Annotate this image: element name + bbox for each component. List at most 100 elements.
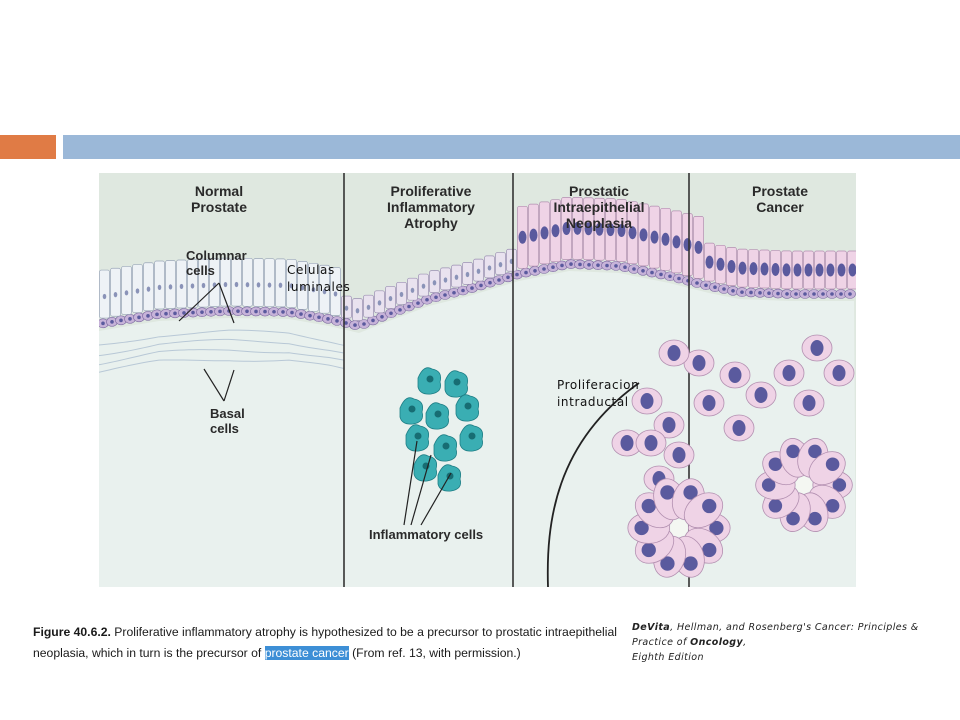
luminal-cell-nucleus xyxy=(529,228,538,242)
basal-cell-nucleus xyxy=(308,313,312,318)
luminal-cell-nucleus xyxy=(562,222,571,235)
basal-cell-nucleus xyxy=(677,276,681,281)
tumor-cell-nucleus xyxy=(802,395,816,411)
luminal-cell-nucleus xyxy=(749,262,758,276)
tumor-cell-nucleus xyxy=(732,420,746,436)
inflammatory-cell-nucleus xyxy=(434,410,442,418)
gland-lumen xyxy=(795,476,813,494)
luminal-cell-nucleus xyxy=(190,283,195,289)
basal-cell-nucleus xyxy=(821,292,825,296)
luminal-cell-nucleus xyxy=(157,284,162,290)
basal-cell-nucleus xyxy=(713,285,717,289)
reference-title: , Hellman, and Rosenberg's Cancer: Princ… xyxy=(632,622,919,648)
basal-cell-nucleus xyxy=(776,291,780,296)
luminal-cell-nucleus xyxy=(135,288,140,294)
gland-cell-nucleus xyxy=(786,511,800,526)
basal-cell-nucleus xyxy=(830,292,834,296)
basal-cell-nucleus xyxy=(380,315,384,319)
basal-cell-nucleus xyxy=(281,310,285,314)
basal-cell-nucleus xyxy=(533,269,537,273)
inflammatory-cell-nucleus xyxy=(468,432,476,440)
inflammatory-cell-nucleus xyxy=(408,405,416,413)
basal-cell-nucleus xyxy=(785,292,789,296)
luminal-cell-nucleus xyxy=(650,230,659,244)
panel-title-inflammatory-atrophy: Proliferative Inflammatory Atrophy xyxy=(387,183,475,231)
gland-cell-nucleus xyxy=(683,485,698,500)
basal-cell-nucleus xyxy=(254,309,258,314)
basal-cell-nucleus xyxy=(443,293,447,297)
basal-cell-nucleus xyxy=(740,290,744,294)
tumor-cell-nucleus xyxy=(782,365,796,381)
basal-cell-nucleus xyxy=(560,263,564,268)
basal-cell-nucleus xyxy=(767,291,771,295)
basal-cell-nucleus xyxy=(479,283,483,288)
gland-cell-nucleus xyxy=(660,556,675,571)
inflammatory-pointer xyxy=(420,472,452,526)
gland-cell-nucleus xyxy=(702,542,717,558)
inflammatory-pointer xyxy=(403,440,418,526)
luminal-cell-nucleus xyxy=(454,274,459,280)
basal-cell-nucleus xyxy=(236,309,240,313)
basal-cell-nucleus xyxy=(218,309,222,314)
luminal-cells-label: Celulas luminales xyxy=(287,263,351,294)
luminal-cell-nucleus xyxy=(410,287,415,293)
basal-cell-nucleus xyxy=(551,265,555,269)
gland-cell-nucleus xyxy=(768,457,783,471)
luminal-cell-nucleus xyxy=(848,263,856,277)
basal-cell-nucleus xyxy=(362,322,366,326)
basal-cell-nucleus xyxy=(803,292,807,296)
luminal-cell-nucleus xyxy=(487,265,492,271)
basal-cell-nucleus xyxy=(335,319,339,323)
basal-cell-nucleus xyxy=(191,310,195,315)
basal-cell-nucleus xyxy=(839,292,843,296)
luminal-cell-nucleus xyxy=(399,291,404,298)
luminal-cell-nucleus xyxy=(388,295,393,302)
luminal-cell-nucleus xyxy=(738,261,747,275)
basal-cell-nucleus xyxy=(812,292,816,296)
gland-cell-nucleus xyxy=(634,520,649,536)
luminal-cell-nucleus xyxy=(223,281,228,288)
luminal-cell-nucleus xyxy=(300,285,305,291)
basal-cell-nucleus xyxy=(632,267,636,271)
basal-cell-nucleus xyxy=(416,301,420,305)
basal-cell-nucleus xyxy=(605,263,609,268)
basal-cell-nucleus xyxy=(272,309,276,314)
basal-cell-nucleus xyxy=(146,314,150,318)
luminal-cell-nucleus xyxy=(837,263,846,277)
tumor-cell-nucleus xyxy=(728,367,742,383)
basal-cell-nucleus xyxy=(659,272,663,277)
luminal-cell-nucleus xyxy=(498,262,503,268)
gland-cell-nucleus xyxy=(709,520,724,536)
luminal-cell-nucleus xyxy=(617,224,626,237)
basal-cell-nucleus xyxy=(497,278,501,282)
luminal-cell-nucleus xyxy=(432,280,437,286)
basal-cell-nucleus xyxy=(155,312,159,317)
basal-cell-nucleus xyxy=(407,304,411,309)
basal-cell-nucleus xyxy=(470,286,474,290)
basal-cell-nucleus xyxy=(137,315,141,320)
basal-cell-nucleus xyxy=(245,309,249,314)
luminal-cell-nucleus xyxy=(815,263,824,277)
inflammatory-cell-nucleus xyxy=(414,432,422,440)
caption-figure-number: Figure 40.6.2. xyxy=(33,625,111,639)
luminal-cell-nucleus xyxy=(793,263,802,277)
stroma-fibre xyxy=(99,338,345,357)
columnar-cells-label: Columnar cells xyxy=(186,248,247,278)
basal-cell-nucleus xyxy=(524,270,528,275)
luminal-cell-nucleus xyxy=(694,240,703,254)
cell-pointer xyxy=(178,282,220,322)
luminal-cell-nucleus xyxy=(443,277,448,283)
gland-cell-nucleus xyxy=(702,498,717,514)
tumor-cell-nucleus xyxy=(662,417,676,433)
tumor-cell-nucleus xyxy=(667,345,681,361)
basal-cell-nucleus xyxy=(641,269,645,273)
gland-cell-nucleus xyxy=(641,498,656,514)
luminal-cell-nucleus xyxy=(278,282,283,288)
luminal-cell-nucleus xyxy=(518,230,527,244)
basal-cell-nucleus xyxy=(623,265,627,269)
luminal-cell-nucleus xyxy=(771,262,780,276)
luminal-cell-nucleus xyxy=(267,282,272,288)
gland-cell-nucleus xyxy=(641,542,656,558)
gland-cell-nucleus xyxy=(832,478,847,492)
luminal-cell-nucleus xyxy=(311,287,316,293)
